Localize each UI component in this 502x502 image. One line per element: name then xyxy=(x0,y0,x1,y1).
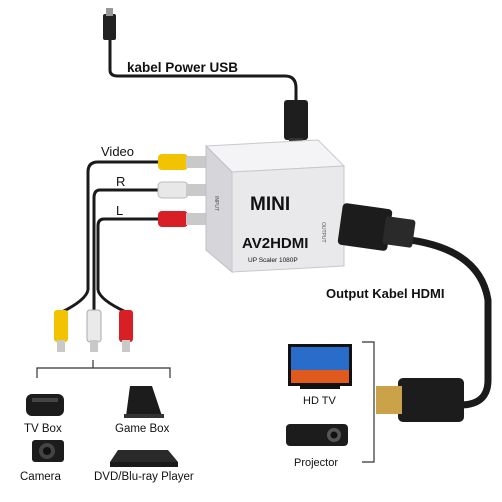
hdtv-label: HD TV xyxy=(303,395,336,407)
usb-plug-icon xyxy=(103,14,116,40)
tv-box-label: TV Box xyxy=(24,423,62,435)
dvd-player-icon xyxy=(110,450,178,467)
output-cable-label: Output Kabel HDMI xyxy=(326,286,444,301)
plug-head-left xyxy=(119,310,133,342)
rca-plug-left xyxy=(158,211,208,227)
av2hdmi-converter-box: MINI AV2HDMI UP Scaler 1080P INPUT OUTPU… xyxy=(204,139,346,274)
game-box-icon xyxy=(124,386,164,418)
camera-label: Camera xyxy=(20,471,62,483)
tv-box-icon xyxy=(26,394,64,416)
power-cable-label: kabel Power USB xyxy=(127,60,238,75)
projector-label: Projector xyxy=(294,457,338,469)
right-audio-label: R xyxy=(116,174,125,189)
game-box-label: Game Box xyxy=(115,423,170,435)
device-brand: MINI xyxy=(250,194,290,215)
hdmi-output-cable xyxy=(337,203,492,422)
device-subtitle: UP Scaler 1080P xyxy=(248,257,298,264)
hdtv-icon xyxy=(288,344,352,389)
rca-cables xyxy=(61,160,160,314)
camera-icon xyxy=(32,440,64,462)
rca-plug-heads xyxy=(54,309,133,352)
dvd-player-label: DVD/Blu-ray Player xyxy=(94,471,194,483)
output-bracket xyxy=(362,341,375,463)
projector-icon xyxy=(286,424,348,446)
source-bracket xyxy=(36,360,171,378)
plug-head-right xyxy=(86,309,102,343)
rca-plug-video xyxy=(158,154,208,170)
device-output-label: OUTPUT xyxy=(320,222,326,243)
plug-head-video xyxy=(54,310,68,342)
device-input-label: INPUT xyxy=(213,196,219,211)
device-model: AV2HDMI xyxy=(242,235,308,252)
left-audio-label: L xyxy=(116,203,123,218)
video-label: Video xyxy=(101,144,134,159)
rca-plug-right xyxy=(157,181,208,199)
usb-power-cable xyxy=(103,8,308,158)
